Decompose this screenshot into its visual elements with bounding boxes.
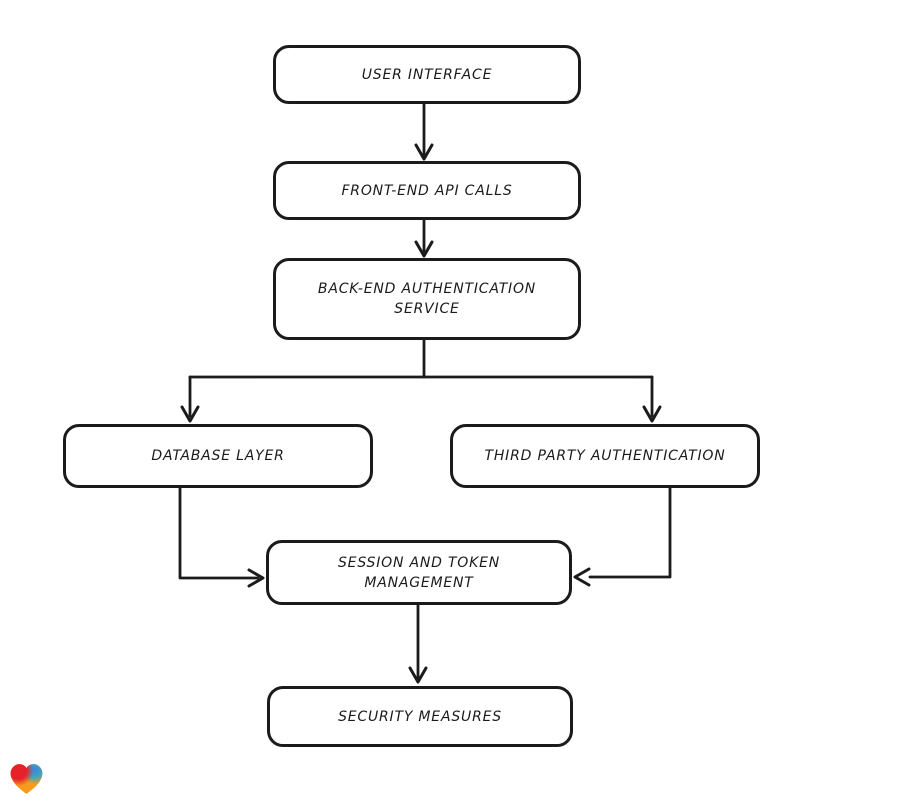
- node-label: USER INTERFACE: [361, 66, 493, 83]
- node-front-end-api-calls: FRONT-END API CALLS: [273, 161, 581, 220]
- node-label: SECURITY MEASURES: [338, 708, 502, 725]
- node-label: FRONT-END API CALLS: [341, 182, 513, 199]
- node-label: SESSION AND TOKEN MANAGEMENT: [337, 554, 501, 591]
- edge-back-end-branch: [180, 338, 662, 423]
- node-session-and-token-management: SESSION AND TOKEN MANAGEMENT: [266, 540, 572, 605]
- edge-session-to-security: [408, 603, 428, 684]
- node-database-layer: DATABASE LAYER: [63, 424, 373, 488]
- node-user-interface: USER INTERFACE: [273, 45, 581, 104]
- edge-user-interface-to-front-end: [414, 102, 434, 161]
- node-label: DATABASE LAYER: [151, 448, 285, 464]
- gradient-heart-icon: [10, 764, 43, 794]
- edge-third-party-to-session: [573, 486, 672, 587]
- node-label: THIRD PARTY AUTHENTICATION: [484, 448, 726, 464]
- node-back-end-auth-service: BACK-END AUTHENTICATION SERVICE: [273, 258, 581, 340]
- edge-front-end-to-back-end: [414, 218, 434, 258]
- node-third-party-authentication: THIRD PARTY AUTHENTICATION: [450, 424, 760, 488]
- edge-database-to-session: [178, 486, 265, 588]
- node-security-measures: SECURITY MEASURES: [267, 686, 573, 747]
- node-label: BACK-END AUTHENTICATION SERVICE: [317, 281, 537, 317]
